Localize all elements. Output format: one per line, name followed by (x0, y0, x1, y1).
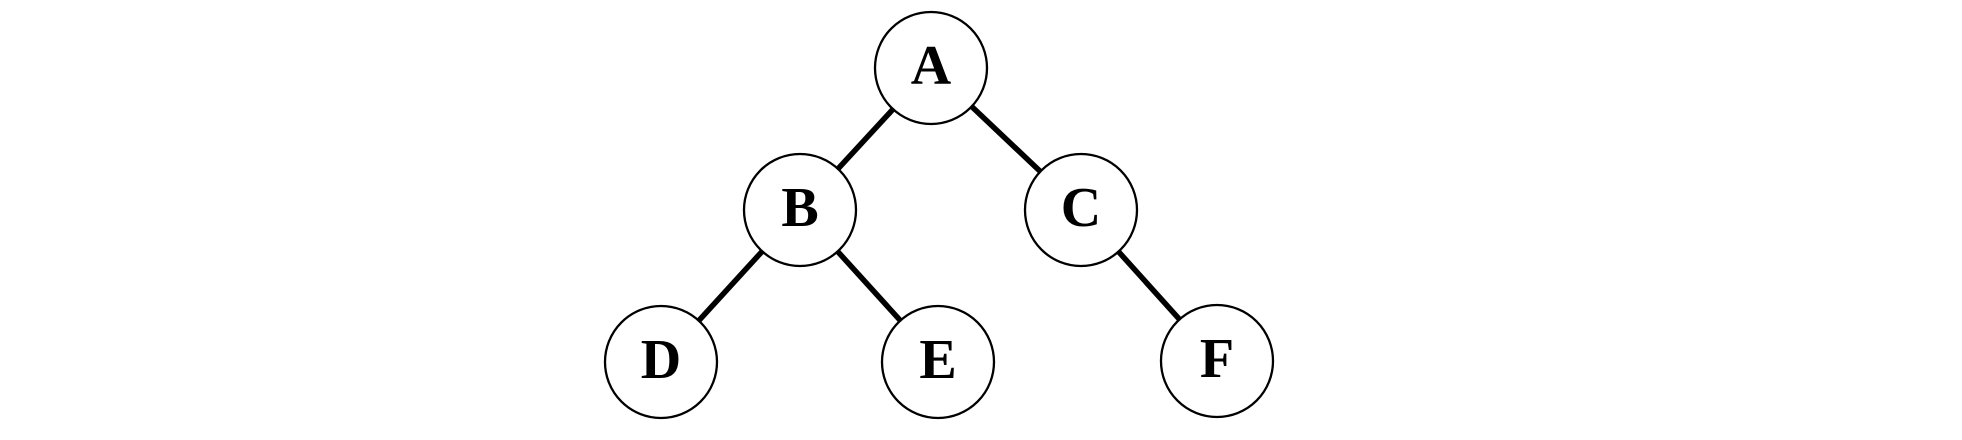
node-circle-B (742, 152, 858, 268)
node-label-D: D (641, 329, 681, 391)
node-label-B: B (781, 177, 818, 239)
tree-node-D: D (603, 304, 719, 420)
node-circle-E (880, 304, 996, 420)
node-label-E: E (919, 329, 956, 391)
node-circle-D (603, 304, 719, 420)
tree-node-A: A (873, 10, 989, 126)
node-label-A: A (911, 35, 952, 97)
node-circle-A (873, 10, 989, 126)
node-label-C: C (1061, 177, 1101, 239)
tree-node-B: B (742, 152, 858, 268)
node-circle-F (1159, 303, 1275, 419)
tree-node-F: F (1159, 303, 1275, 419)
node-circle-C (1023, 152, 1139, 268)
tree-node-E: E (880, 304, 996, 420)
node-label-F: F (1200, 328, 1234, 390)
tree-node-C: C (1023, 152, 1139, 268)
